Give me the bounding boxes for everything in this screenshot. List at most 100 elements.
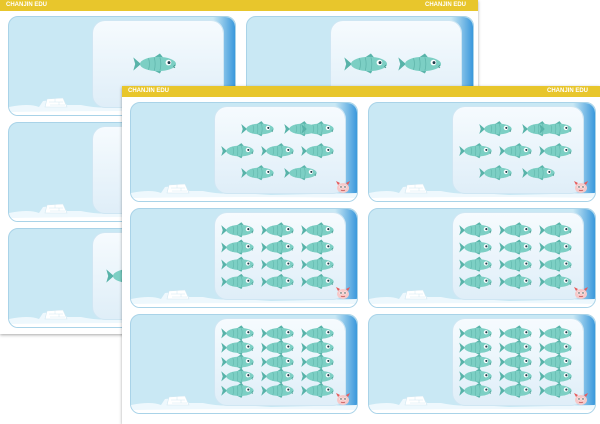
igloo-icon bbox=[131, 289, 357, 307]
brand-left: CHANJIN EDU bbox=[6, 2, 48, 8]
fish-icon bbox=[221, 143, 254, 159]
fish-icon bbox=[522, 165, 555, 181]
fish-icon bbox=[539, 368, 572, 384]
header-bar: CHANJIN EDU CHANJIN EDU bbox=[0, 0, 478, 11]
fish-icon bbox=[459, 143, 492, 159]
fish-icon bbox=[261, 256, 294, 272]
fish-icon bbox=[499, 339, 532, 355]
fish-panel bbox=[215, 213, 345, 299]
brand-right: CHANJIN EDU bbox=[546, 88, 588, 94]
fish-icon bbox=[261, 354, 294, 370]
cartoon-fish-mascot-icon bbox=[336, 393, 350, 405]
fish-icon bbox=[261, 382, 294, 398]
igloo-icon bbox=[131, 395, 357, 413]
igloo-icon bbox=[369, 289, 595, 307]
fish-icon bbox=[539, 339, 572, 355]
fish-icon bbox=[221, 239, 254, 255]
brand-right: CHANJIN EDU bbox=[424, 2, 466, 8]
fish-icon bbox=[301, 239, 334, 255]
fish-icon bbox=[301, 368, 334, 384]
fish-icon bbox=[301, 354, 334, 370]
fish-panel bbox=[215, 107, 345, 193]
count-card bbox=[130, 314, 358, 414]
fish-icon bbox=[221, 339, 254, 355]
count-card bbox=[130, 208, 358, 308]
fish-panel bbox=[453, 319, 583, 405]
fish-icon bbox=[479, 121, 512, 137]
fish-icon bbox=[539, 143, 572, 159]
fish-icon bbox=[499, 256, 532, 272]
fish-icon bbox=[539, 325, 572, 341]
count-card bbox=[368, 102, 596, 202]
fish-icon bbox=[499, 273, 532, 289]
header-bar: CHANJIN EDU CHANJIN EDU bbox=[122, 86, 600, 97]
fish-icon bbox=[344, 53, 388, 74]
fish-icon bbox=[459, 222, 492, 238]
fish-icon bbox=[301, 222, 334, 238]
fish-icon bbox=[539, 121, 572, 137]
fish-icon bbox=[221, 354, 254, 370]
fish-icon bbox=[221, 382, 254, 398]
fish-icon bbox=[301, 382, 334, 398]
fish-panel bbox=[453, 213, 583, 299]
fish-icon bbox=[221, 325, 254, 341]
fish-icon bbox=[459, 256, 492, 272]
count-card bbox=[130, 102, 358, 202]
fish-icon bbox=[499, 382, 532, 398]
fish-icon bbox=[301, 325, 334, 341]
fish-icon bbox=[241, 165, 274, 181]
fish-icon bbox=[261, 222, 294, 238]
fish-icon bbox=[479, 165, 512, 181]
fish-icon bbox=[301, 121, 334, 137]
fish-icon bbox=[499, 354, 532, 370]
worksheet-front: CHANJIN EDU CHANJIN EDU bbox=[122, 86, 600, 424]
fish-icon bbox=[301, 256, 334, 272]
fish-panel bbox=[453, 107, 583, 193]
fish-icon bbox=[221, 273, 254, 289]
fish-icon bbox=[459, 325, 492, 341]
fish-icon bbox=[539, 239, 572, 255]
fish-icon bbox=[284, 165, 317, 181]
fish-icon bbox=[221, 222, 254, 238]
fish-icon bbox=[241, 121, 274, 137]
fish-icon bbox=[459, 239, 492, 255]
fish-icon bbox=[499, 222, 532, 238]
fish-icon bbox=[539, 222, 572, 238]
fish-icon bbox=[499, 143, 532, 159]
count-card bbox=[368, 314, 596, 414]
count-card bbox=[368, 208, 596, 308]
fish-icon bbox=[539, 354, 572, 370]
fish-icon bbox=[261, 368, 294, 384]
brand-left: CHANJIN EDU bbox=[128, 88, 170, 94]
cartoon-fish-mascot-icon bbox=[574, 287, 588, 299]
fish-icon bbox=[261, 143, 294, 159]
fish-icon bbox=[261, 239, 294, 255]
fish-icon bbox=[499, 325, 532, 341]
fish-icon bbox=[301, 339, 334, 355]
fish-icon bbox=[261, 273, 294, 289]
igloo-icon bbox=[369, 395, 595, 413]
fish-icon bbox=[539, 273, 572, 289]
igloo-icon bbox=[131, 183, 357, 201]
fish-icon bbox=[221, 256, 254, 272]
fish-icon bbox=[539, 382, 572, 398]
fish-panel bbox=[215, 319, 345, 405]
igloo-icon bbox=[369, 183, 595, 201]
fish-icon bbox=[261, 339, 294, 355]
fish-icon bbox=[221, 368, 254, 384]
fish-icon bbox=[459, 273, 492, 289]
fish-icon bbox=[499, 368, 532, 384]
fish-icon bbox=[133, 53, 177, 74]
fish-icon bbox=[301, 143, 334, 159]
fish-icon bbox=[539, 256, 572, 272]
fish-icon bbox=[459, 339, 492, 355]
cartoon-fish-mascot-icon bbox=[574, 393, 588, 405]
fish-icon bbox=[261, 325, 294, 341]
fish-icon bbox=[301, 273, 334, 289]
fish-icon bbox=[499, 239, 532, 255]
cartoon-fish-mascot-icon bbox=[336, 181, 350, 193]
cartoon-fish-mascot-icon bbox=[336, 287, 350, 299]
fish-icon bbox=[459, 382, 492, 398]
fish-icon bbox=[398, 53, 442, 74]
cartoon-fish-mascot-icon bbox=[574, 181, 588, 193]
